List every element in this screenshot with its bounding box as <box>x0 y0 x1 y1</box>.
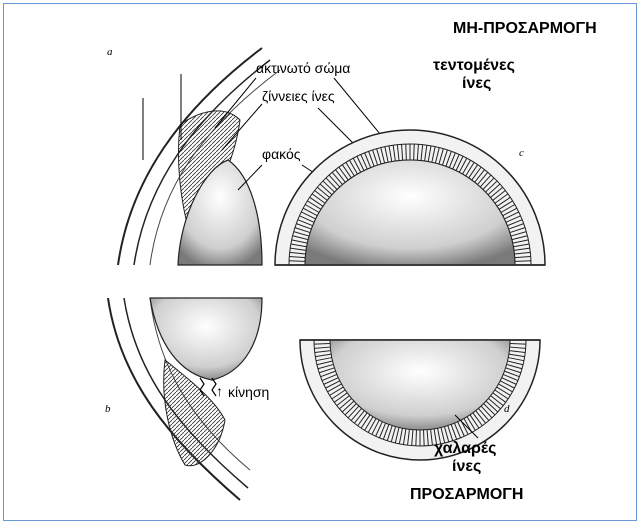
title-accommodation: ΠΡΟΣΑΡΜΟΓΗ <box>410 486 523 504</box>
label-lens: φακός <box>262 146 301 162</box>
fiber-tick <box>515 261 531 262</box>
label-tense-fibers-line1: τεντομένες <box>433 57 515 75</box>
label-tense-fibers-line2: ίνες <box>462 75 491 93</box>
movement-arrow: ↑ <box>216 383 223 399</box>
fiber-tick <box>414 144 415 160</box>
fiber-tick <box>416 430 417 446</box>
panel-tag-d: d <box>504 403 510 415</box>
fiber-tick <box>424 430 425 446</box>
fiber-tick <box>289 261 305 262</box>
panel-tag-b: b <box>105 403 111 415</box>
label-zonular-fibers: ζίννειες ίνες <box>262 88 335 104</box>
panel-tag-a: a <box>107 46 113 58</box>
panel-d-ring <box>300 340 540 460</box>
fiber-tick <box>510 344 526 345</box>
title-non-accommodation: ΜΗ-ΠΡΟΣΑΡΜΟΓΗ <box>453 20 597 38</box>
panel-c-ring <box>275 130 545 265</box>
panel-tag-c: c <box>519 147 524 159</box>
label-movement: κίνηση <box>228 384 269 400</box>
label-relaxed-fibers-line1: χαλαρές <box>434 440 496 458</box>
fiber-tick <box>314 344 330 345</box>
fiber-tick <box>406 144 407 160</box>
label-relaxed-fibers-line2: ίνες <box>452 458 481 476</box>
label-ciliary-body: ακτινωτό σώμα <box>256 60 350 76</box>
